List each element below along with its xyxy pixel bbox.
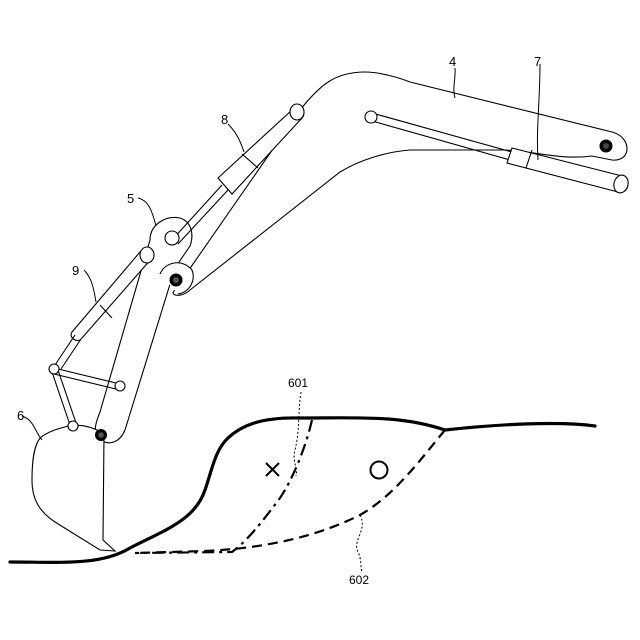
label-bucket: 6 xyxy=(17,408,24,423)
bucket xyxy=(32,425,115,551)
circle-mark xyxy=(371,462,388,479)
leader-601 xyxy=(294,392,301,476)
boundary-line-602 xyxy=(135,430,445,553)
label-arm: 5 xyxy=(127,191,134,206)
label-bucket-cylinder: 9 xyxy=(72,263,79,278)
label-boom: 4 xyxy=(449,54,456,69)
label-boom-cylinder: 7 xyxy=(534,54,541,69)
leader-602 xyxy=(357,515,363,572)
label-602: 602 xyxy=(349,573,369,587)
label-601: 601 xyxy=(288,376,308,390)
cross-mark xyxy=(266,463,279,476)
label-arm-cylinder: 8 xyxy=(221,112,228,127)
